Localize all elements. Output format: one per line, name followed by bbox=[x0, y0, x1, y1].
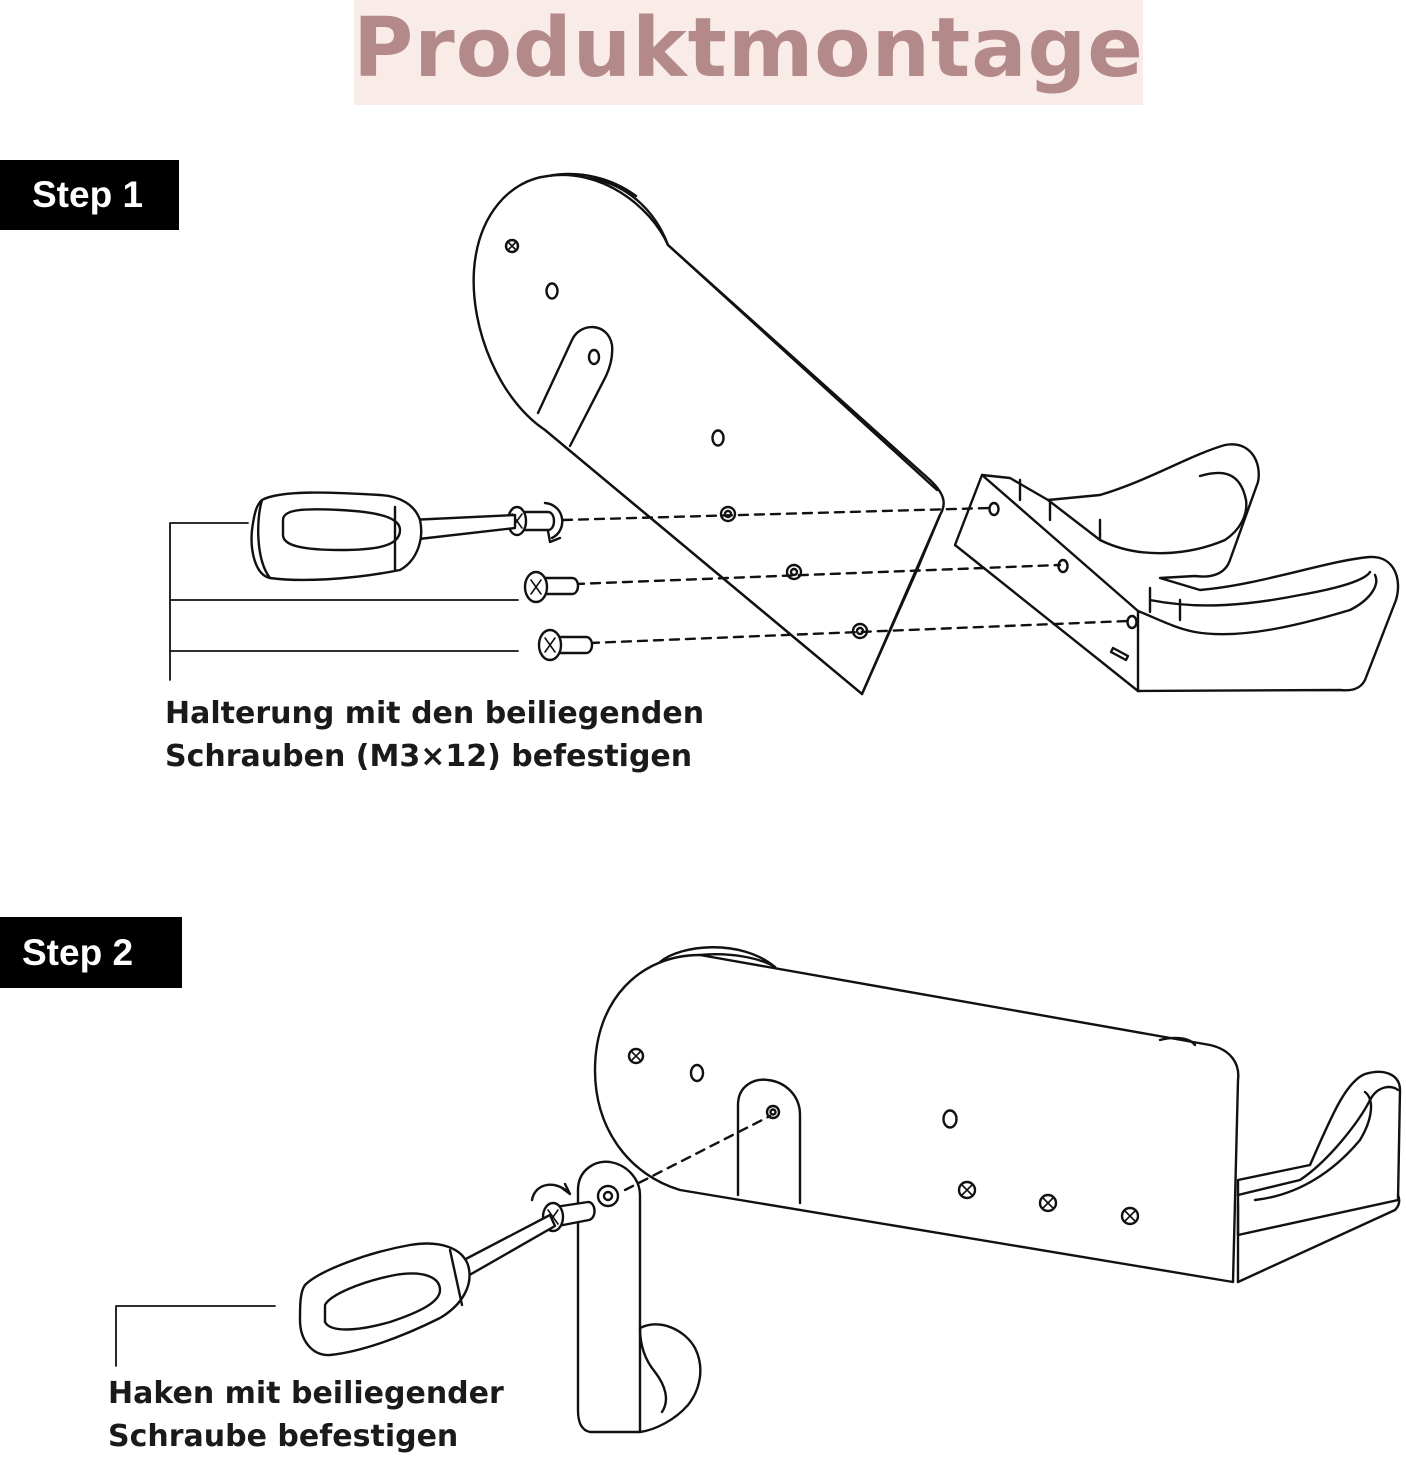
cradle-bracket-icon bbox=[953, 443, 1400, 693]
title-banner: Produktmontage bbox=[353, 0, 1144, 105]
hook-icon bbox=[576, 1160, 702, 1434]
step-1-caption: Halterung mit den beiliegenden Schrauben… bbox=[165, 692, 704, 778]
step-2-illustration bbox=[115, 946, 1402, 1434]
step-1-caption-line-2: Schrauben (M3×12) befestigen bbox=[165, 739, 693, 774]
assembled-holder-icon bbox=[593, 946, 1402, 1284]
screwdriver-icon bbox=[298, 1213, 557, 1357]
alignment-lines bbox=[561, 506, 1130, 645]
alignment-line bbox=[623, 1114, 772, 1192]
step-2-caption-line-1: Haken mit beiliegender bbox=[108, 1376, 504, 1411]
step-2-caption: Haken mit beiliegender Schraube befestig… bbox=[108, 1372, 504, 1458]
step-1-label: Step 1 bbox=[0, 160, 179, 230]
wall-plate-icon bbox=[472, 172, 945, 696]
page-title: Produktmontage bbox=[353, 0, 1144, 96]
callout-lines bbox=[169, 522, 519, 681]
screw-icon bbox=[523, 570, 580, 604]
step-2-caption-line-2: Schraube befestigen bbox=[108, 1419, 459, 1454]
screw-icon bbox=[537, 628, 594, 662]
rotation-arrow-icon bbox=[530, 1182, 572, 1202]
step-1-caption-line-1: Halterung mit den beiliegenden bbox=[165, 696, 705, 731]
step-2-label: Step 2 bbox=[0, 917, 182, 988]
step-1-illustration bbox=[169, 172, 1400, 696]
callout-line bbox=[115, 1305, 276, 1367]
rotation-arrow-icon bbox=[543, 501, 564, 544]
screwdriver-icon bbox=[250, 491, 517, 582]
